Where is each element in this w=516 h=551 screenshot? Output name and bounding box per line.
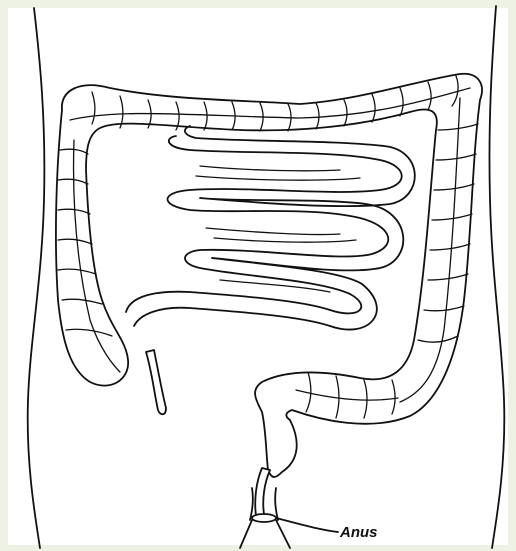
small-intestine <box>126 126 415 330</box>
anus-leader-line <box>276 518 338 532</box>
large-intestine <box>56 74 482 477</box>
anus-marker <box>252 514 276 522</box>
appendix <box>146 350 166 414</box>
anus-label: Anus <box>339 524 378 541</box>
rectum <box>240 468 290 548</box>
